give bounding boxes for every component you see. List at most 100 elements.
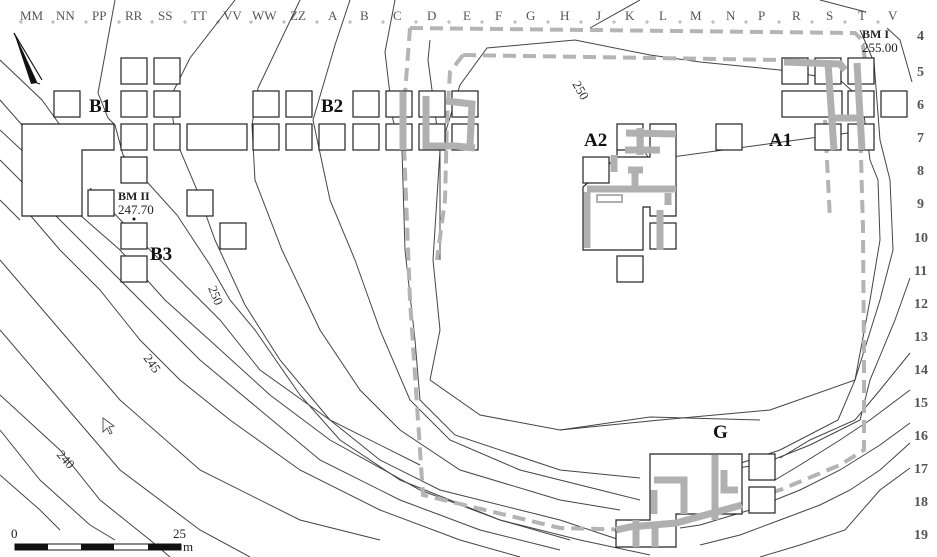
- trench: [748, 453, 776, 481]
- grid-col-label: NN: [56, 8, 75, 23]
- trench: [285, 123, 313, 151]
- trench-b1-main: [21, 123, 115, 217]
- grid-row-label: 13: [914, 330, 928, 345]
- grid-col-label: MM: [20, 8, 44, 23]
- contour-line: [779, 352, 911, 459]
- contour-line: [29, 214, 521, 557]
- grid-col-label: PP: [92, 8, 106, 23]
- contour-line: [0, 394, 171, 557]
- contour-line: [819, 0, 867, 13]
- trench: [616, 255, 644, 283]
- grid-col-label: D: [427, 8, 436, 23]
- trench: [318, 123, 346, 151]
- grid-col-label: WW: [252, 8, 277, 23]
- grid-row-label: 12: [914, 297, 928, 312]
- scale-end: 25: [173, 526, 186, 541]
- trench: [120, 90, 148, 118]
- contour-line: [886, 27, 913, 83]
- trench: [582, 156, 610, 184]
- grid-row-label: 16: [914, 429, 928, 444]
- scale-unit: m: [183, 539, 193, 554]
- grid-col-label: RR: [125, 8, 143, 23]
- trench: [252, 90, 280, 118]
- contour-line: [699, 442, 911, 546]
- mouse-cursor-icon: [102, 417, 115, 435]
- trench: [186, 189, 214, 217]
- grid-col-label: H: [560, 8, 569, 23]
- area-label-a2: A2: [584, 130, 607, 151]
- contour-line: [759, 467, 911, 557]
- contour-label: 250: [205, 284, 226, 308]
- benchmark-elevation: 247.70: [118, 202, 154, 217]
- grid-row-label: 11: [914, 264, 927, 279]
- trench: [219, 222, 247, 250]
- area-label-b3: B3: [150, 244, 172, 265]
- contour-lines: [0, 0, 913, 557]
- benchmark-name: BM I: [862, 27, 889, 41]
- grid-row-label: 8: [917, 164, 924, 179]
- grid-col-label: B: [360, 8, 369, 23]
- trench: [186, 123, 248, 151]
- grid-row-labels: 4 5 6 7 8 9 10 11 12 13 14 15 16 17 18 1…: [914, 29, 928, 543]
- area-labels: B1 B2 B3 A1 A2 G: [89, 96, 792, 443]
- grid-col-label: TT: [191, 8, 207, 23]
- grid-col-label: VV: [223, 8, 242, 23]
- benchmark-point: [132, 217, 136, 221]
- contour-line: [589, 0, 641, 29]
- grid-row-label: 19: [914, 528, 928, 543]
- area-label-b1: B1: [89, 96, 111, 117]
- trench: [285, 90, 313, 118]
- contour-line: [0, 329, 251, 557]
- grid-ticks: [19, 20, 880, 24]
- contour-line: [0, 99, 23, 126]
- contour-line: [0, 259, 381, 541]
- contour-line: [774, 389, 911, 481]
- trench: [748, 486, 776, 514]
- grid-row-label: 18: [914, 495, 928, 510]
- grid-col-label: J: [596, 8, 601, 23]
- grid-col-label: N: [726, 8, 736, 23]
- grid-row-label: 9: [917, 197, 924, 212]
- contour-line: [559, 416, 761, 431]
- trench: [352, 123, 380, 151]
- contour-line: [97, 0, 651, 556]
- contour-line: [679, 277, 911, 476]
- trench: [153, 123, 181, 151]
- trench: [153, 90, 181, 118]
- grid-row-label: 7: [917, 131, 924, 146]
- contour-line: [54, 214, 561, 551]
- trench: [120, 222, 148, 250]
- trench: [352, 90, 380, 118]
- grid-col-label: R: [792, 8, 801, 23]
- grid-col-label: T: [858, 8, 866, 23]
- contour-line: [679, 422, 911, 529]
- area-label-a1: A1: [769, 130, 792, 151]
- trench: [153, 57, 181, 85]
- scale-bar: 0 25 m: [11, 526, 193, 554]
- contour-label: 245: [141, 351, 164, 376]
- grid-col-label: S: [826, 8, 833, 23]
- walls: [399, 58, 866, 547]
- grid-row-label: 4: [917, 29, 924, 44]
- grid-row-label: 15: [914, 396, 928, 411]
- grid-col-label: K: [625, 8, 635, 23]
- trench: [87, 189, 115, 217]
- trench: [880, 90, 908, 118]
- contour-line: [429, 39, 881, 431]
- contour-line: [0, 474, 61, 531]
- grid-col-label: M: [690, 8, 702, 23]
- contour-line: [312, 0, 641, 501]
- benchmark-bm-i: BM I 255.00: [862, 27, 898, 55]
- contour-line: [0, 429, 116, 541]
- trench: [120, 255, 148, 283]
- grid-row-label: 5: [917, 65, 924, 80]
- grid-col-label: SS: [158, 8, 172, 23]
- grid-col-label: A: [328, 8, 338, 23]
- contour-line: [0, 199, 21, 221]
- grid-col-label: C: [393, 8, 402, 23]
- trench: [385, 90, 413, 118]
- trench: [120, 57, 148, 85]
- trench: [715, 123, 743, 151]
- north-arrow-icon: [13, 32, 43, 85]
